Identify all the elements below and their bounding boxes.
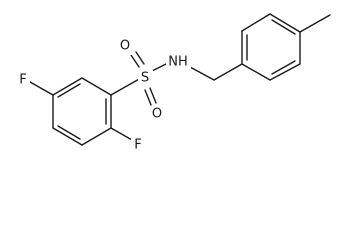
label-bg (138, 70, 153, 87)
bond-s-o-upper (130, 54, 140, 68)
tolyl-ring (241, 13, 301, 81)
bond (241, 63, 271, 81)
fluorine-atom-bottom: F (134, 138, 141, 153)
bond-f-top (29, 81, 54, 96)
sulfur-atom: S (141, 71, 149, 86)
double-bond-inner (57, 125, 81, 140)
molecule-svg: F F S O O NH (16, 13, 331, 153)
fluorine-atom-top: F (19, 73, 26, 88)
bond (81, 77, 112, 96)
structure-diagram: F F S O O NH (16, 13, 331, 153)
bond-f-bottom (110, 127, 133, 141)
label-bg (16, 72, 30, 88)
nitrogen-hydrogen-atom: NH (168, 55, 188, 70)
bond (52, 77, 83, 96)
double-bond-inner (57, 83, 81, 98)
bond (81, 127, 112, 146)
label-bg (131, 137, 145, 153)
bond-ch2-ring (213, 63, 243, 81)
bond-methyl (299, 14, 331, 33)
label-bg (117, 38, 132, 55)
label-bg (150, 106, 165, 123)
bond (241, 13, 271, 32)
bond (269, 13, 301, 33)
difluorophenyl-ring (52, 77, 112, 146)
label-bg (166, 53, 191, 70)
bond (52, 127, 83, 146)
bond (269, 63, 301, 81)
bond-s-o-upper-2 (135, 51, 145, 65)
bond-n-ch2 (189, 66, 215, 81)
double-bond-inner (271, 19, 296, 35)
double-bond-inner (271, 60, 296, 75)
oxygen-atom-lower: O (152, 107, 162, 122)
bond-s-o-lower-2 (144, 89, 152, 106)
bond-ring-s (110, 77, 142, 96)
bond-s-n (151, 62, 169, 72)
oxygen-atom-upper: O (120, 39, 130, 54)
bond-s-o-lower (149, 87, 157, 104)
